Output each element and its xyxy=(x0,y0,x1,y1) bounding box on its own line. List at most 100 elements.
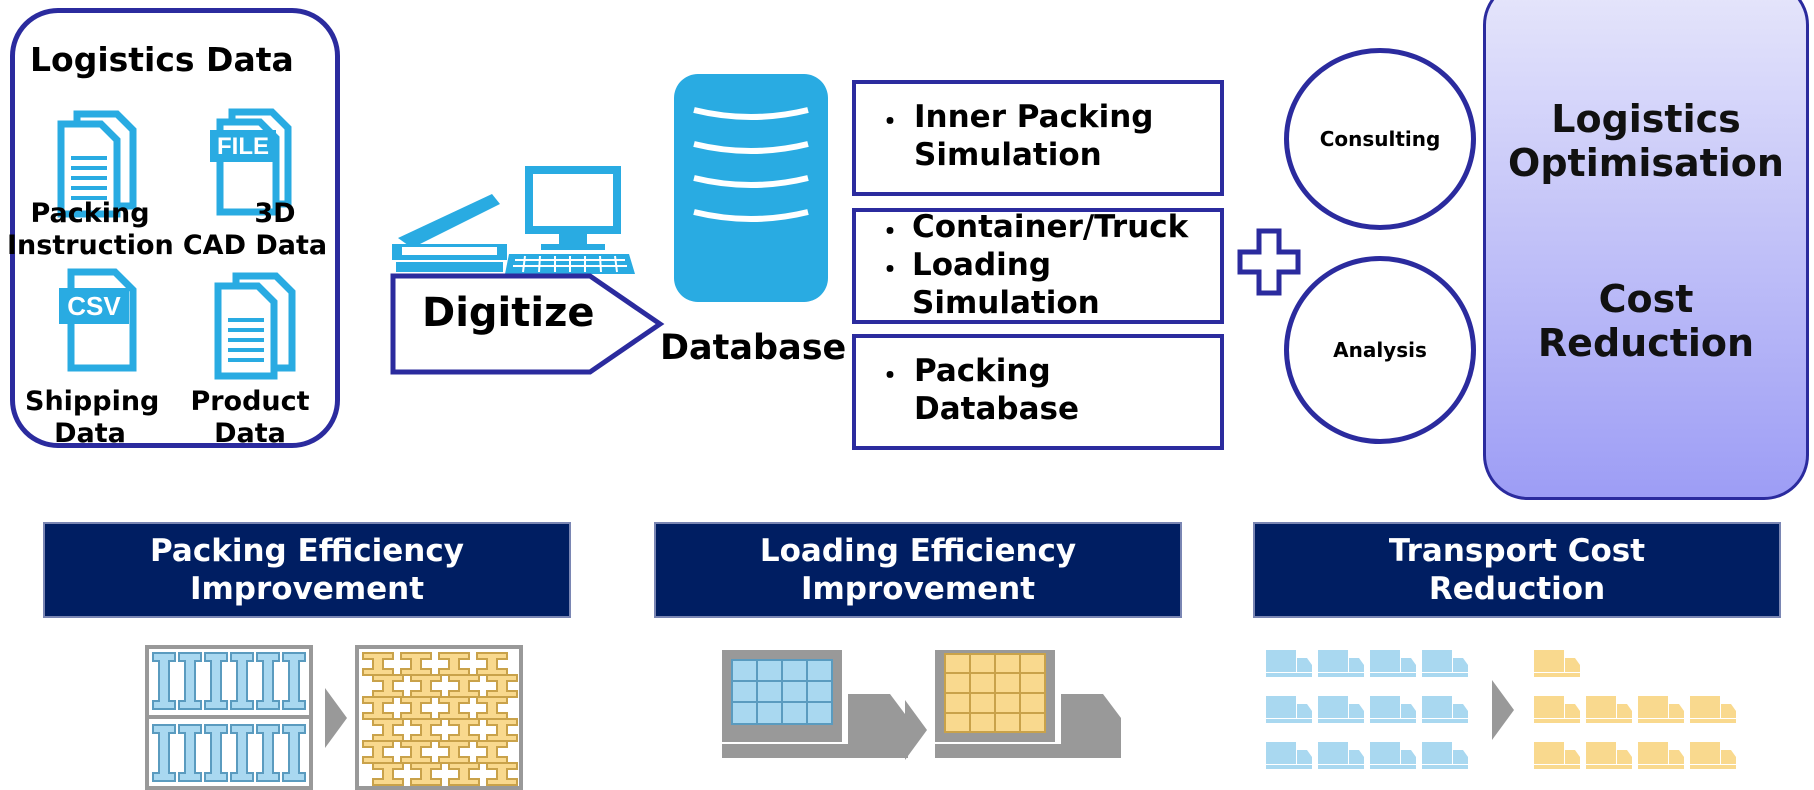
feature-line: Database xyxy=(914,391,1079,427)
arrow-right-icon xyxy=(1492,680,1514,740)
truck-base xyxy=(1370,719,1416,723)
banner-line: Reduction xyxy=(1428,571,1606,607)
digitize-label: Digitize xyxy=(422,290,595,336)
cad-data-label: 3D CAD Data xyxy=(180,198,330,262)
document-stack-icon xyxy=(214,272,296,380)
truck-base xyxy=(1586,719,1632,723)
truck-before-illustration xyxy=(722,650,908,758)
truck-cab xyxy=(1401,704,1416,718)
database-icon xyxy=(674,74,828,302)
feature-text: Inner Packing Simulation xyxy=(914,98,1153,174)
packed-item xyxy=(178,652,202,710)
packed-item xyxy=(486,718,518,742)
label-line2: Instruction xyxy=(7,230,174,261)
truck-cab xyxy=(1617,704,1632,718)
feature-box-packing-database: ・ Packing Database xyxy=(852,334,1224,450)
truck-base xyxy=(1266,719,1312,723)
truck-cab xyxy=(1453,658,1468,672)
truck-base xyxy=(1638,719,1684,723)
truck-base xyxy=(1690,765,1736,769)
truck-icon xyxy=(1586,742,1616,764)
truck-base xyxy=(1318,765,1364,769)
label-line2: Data xyxy=(54,418,126,449)
banner-line: Transport Cost xyxy=(1388,533,1646,569)
truck-cab xyxy=(1453,750,1468,764)
bullet: ・ xyxy=(876,359,905,392)
truck-icon xyxy=(1370,696,1400,718)
truck-base xyxy=(1422,673,1468,677)
truck-icon xyxy=(1422,650,1452,672)
file-icon-text: FILE xyxy=(217,133,269,160)
feature-box-loading: ・ ・ Container/Truck Loading Simulation xyxy=(852,208,1224,324)
truck-cab xyxy=(1669,750,1684,764)
feature-line: Simulation xyxy=(912,285,1100,321)
packing-before-illustration xyxy=(145,645,313,790)
truck-cab xyxy=(1401,750,1416,764)
banner-line: Packing Efficiency xyxy=(150,533,464,569)
shipping-data-label: Shipping Data xyxy=(25,386,159,450)
banner-line: Loading Efficiency xyxy=(759,533,1077,569)
file-icon: FILE xyxy=(210,108,292,216)
packed-item xyxy=(230,724,254,782)
truck-icon xyxy=(1370,650,1400,672)
results-panel: Logistics Optimisation Cost Reduction xyxy=(1483,0,1809,500)
truck-icon xyxy=(1318,650,1348,672)
packed-item xyxy=(178,724,202,782)
fleet-before-illustration xyxy=(1266,650,1468,769)
truck-cab xyxy=(1565,704,1580,718)
truck-base xyxy=(1318,673,1364,677)
truck-icon xyxy=(1266,742,1296,764)
truck-icon xyxy=(1266,650,1296,672)
truck-cab xyxy=(1297,658,1312,672)
truck-icon xyxy=(1690,696,1720,718)
truck-cab xyxy=(1401,658,1416,672)
packed-item xyxy=(486,674,518,698)
document-stack-icon xyxy=(57,110,137,218)
truck-cab xyxy=(1669,704,1684,718)
truck-cab xyxy=(1617,750,1632,764)
truck-cab xyxy=(1453,704,1468,718)
truck-base xyxy=(1266,673,1312,677)
banner-line: Improvement xyxy=(800,571,1036,607)
consulting-label: Consulting xyxy=(1319,127,1441,151)
truck-cab xyxy=(1349,750,1364,764)
packed-item xyxy=(230,652,254,710)
truck-icon xyxy=(1586,696,1616,718)
product-data-label: Product Data xyxy=(185,386,315,450)
truck-base xyxy=(1266,765,1312,769)
packed-item xyxy=(152,724,176,782)
consulting-circle: Consulting xyxy=(1284,48,1476,230)
feature-line: Loading xyxy=(912,247,1052,283)
feature-text: Packing Database xyxy=(914,352,1079,428)
truck-cab xyxy=(1349,658,1364,672)
truck-base xyxy=(1422,719,1468,723)
truck-icon xyxy=(1638,742,1668,764)
truck-icon xyxy=(1318,696,1348,718)
packed-item xyxy=(204,724,228,782)
csv-file-icon: CSV xyxy=(59,268,137,372)
truck-icon xyxy=(1422,742,1452,764)
truck-after-illustration xyxy=(935,650,1121,758)
packed-item xyxy=(282,652,306,710)
logistics-data-panel xyxy=(10,8,340,448)
truck-cab xyxy=(1297,750,1312,764)
truck-cab xyxy=(1349,704,1364,718)
feature-line: Simulation xyxy=(914,137,1102,173)
truck-base xyxy=(1534,673,1580,677)
bullet: ・ xyxy=(876,253,905,286)
truck-icon xyxy=(1690,742,1720,764)
packed-item xyxy=(256,724,280,782)
truck-base xyxy=(1370,673,1416,677)
banner-line: Improvement xyxy=(189,571,425,607)
label-line2: Data xyxy=(214,418,286,449)
label-line1: Packing xyxy=(30,198,150,229)
packed-item xyxy=(204,652,228,710)
truck-base xyxy=(1422,765,1468,769)
result-reduction: Reduction xyxy=(1537,321,1755,365)
feature-line: Packing xyxy=(914,353,1051,389)
arrow-right-icon xyxy=(905,700,927,760)
truck-cab xyxy=(1721,704,1736,718)
